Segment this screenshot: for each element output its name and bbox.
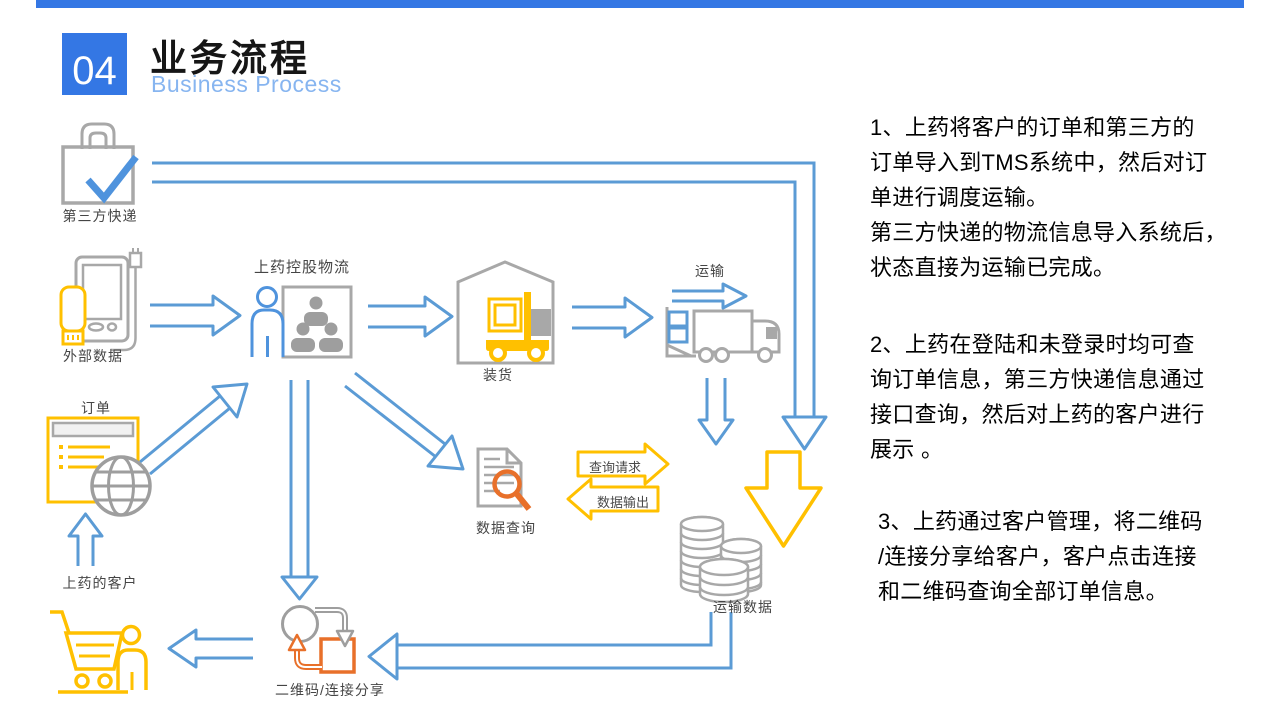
arrow-order-to-logistics xyxy=(139,382,249,476)
transport-data-coins-icon xyxy=(679,515,763,604)
external-data-device-icon xyxy=(59,248,143,352)
label-order: 订单 xyxy=(81,400,111,416)
globe-icon xyxy=(90,455,152,517)
arrow-customer-up-to-order xyxy=(67,512,104,566)
arrow-loading-to-truck xyxy=(572,296,654,339)
section-number: 04 xyxy=(72,49,117,93)
customer-cart-icon xyxy=(50,610,148,694)
warehouse-forklift-icon xyxy=(456,260,555,365)
arrow-logistics-down-to-qr xyxy=(280,380,319,601)
page-title: 业务流程 xyxy=(150,38,310,79)
page-subtitle: Business Process xyxy=(151,71,342,97)
arrow-thirdparty-to-import xyxy=(152,161,828,451)
label-third-party: 第三方快递 xyxy=(62,208,138,224)
note-paragraph-1: 1、上药将客户的订单和第三方的 订单导入到TMS系统中，然后对订 单进行调度运输… xyxy=(870,115,1227,280)
accent-bar xyxy=(36,0,1244,8)
logistics-team-icon xyxy=(250,285,353,359)
label-external-data: 外部数据 xyxy=(63,348,123,364)
query-request-arrow xyxy=(576,442,670,486)
qr-link-share-icon xyxy=(281,605,356,674)
label-loading: 装货 xyxy=(483,367,513,383)
arrow-logistics-to-dataquery xyxy=(344,371,465,471)
data-query-doc-icon xyxy=(476,447,532,511)
section-number-box: 04 xyxy=(62,33,127,95)
label-pharma-logistics: 上药控股物流 xyxy=(253,259,350,276)
arrow-logistics-to-loading xyxy=(368,295,454,338)
arrow-externaldata-to-logistics xyxy=(150,294,242,337)
note-paragraph-3: 3、上药通过客户管理，将二维码 /连接分享给客户，客户点击连接 和二维码查询全部… xyxy=(878,509,1203,604)
label-query-request: 查询请求 xyxy=(588,460,641,475)
arrow-truck-down xyxy=(697,378,735,446)
shopping-bag-check-icon xyxy=(61,122,139,205)
label-data-output: 数据输出 xyxy=(596,495,649,510)
label-transport: 运输 xyxy=(695,263,725,279)
note-paragraph-2: 2、上药在登陆和未登录时均可查 询订单信息，第三方快递信息通过 接口查询，然后对… xyxy=(870,332,1205,462)
label-data-query: 数据查询 xyxy=(476,520,536,536)
arrow-transport-right xyxy=(672,282,748,310)
label-transport-data: 运输数据 xyxy=(713,599,773,615)
arrow-qr-to-customer xyxy=(167,628,253,669)
label-pharma-customer: 上药的客户 xyxy=(62,575,138,591)
big-yellow-down-arrow xyxy=(744,450,823,548)
arrow-transportdata-to-qr xyxy=(367,612,733,681)
data-output-arrow xyxy=(566,477,660,521)
label-qr-share: 二维码/连接分享 xyxy=(275,682,385,698)
truck-loading-icon xyxy=(665,307,781,363)
